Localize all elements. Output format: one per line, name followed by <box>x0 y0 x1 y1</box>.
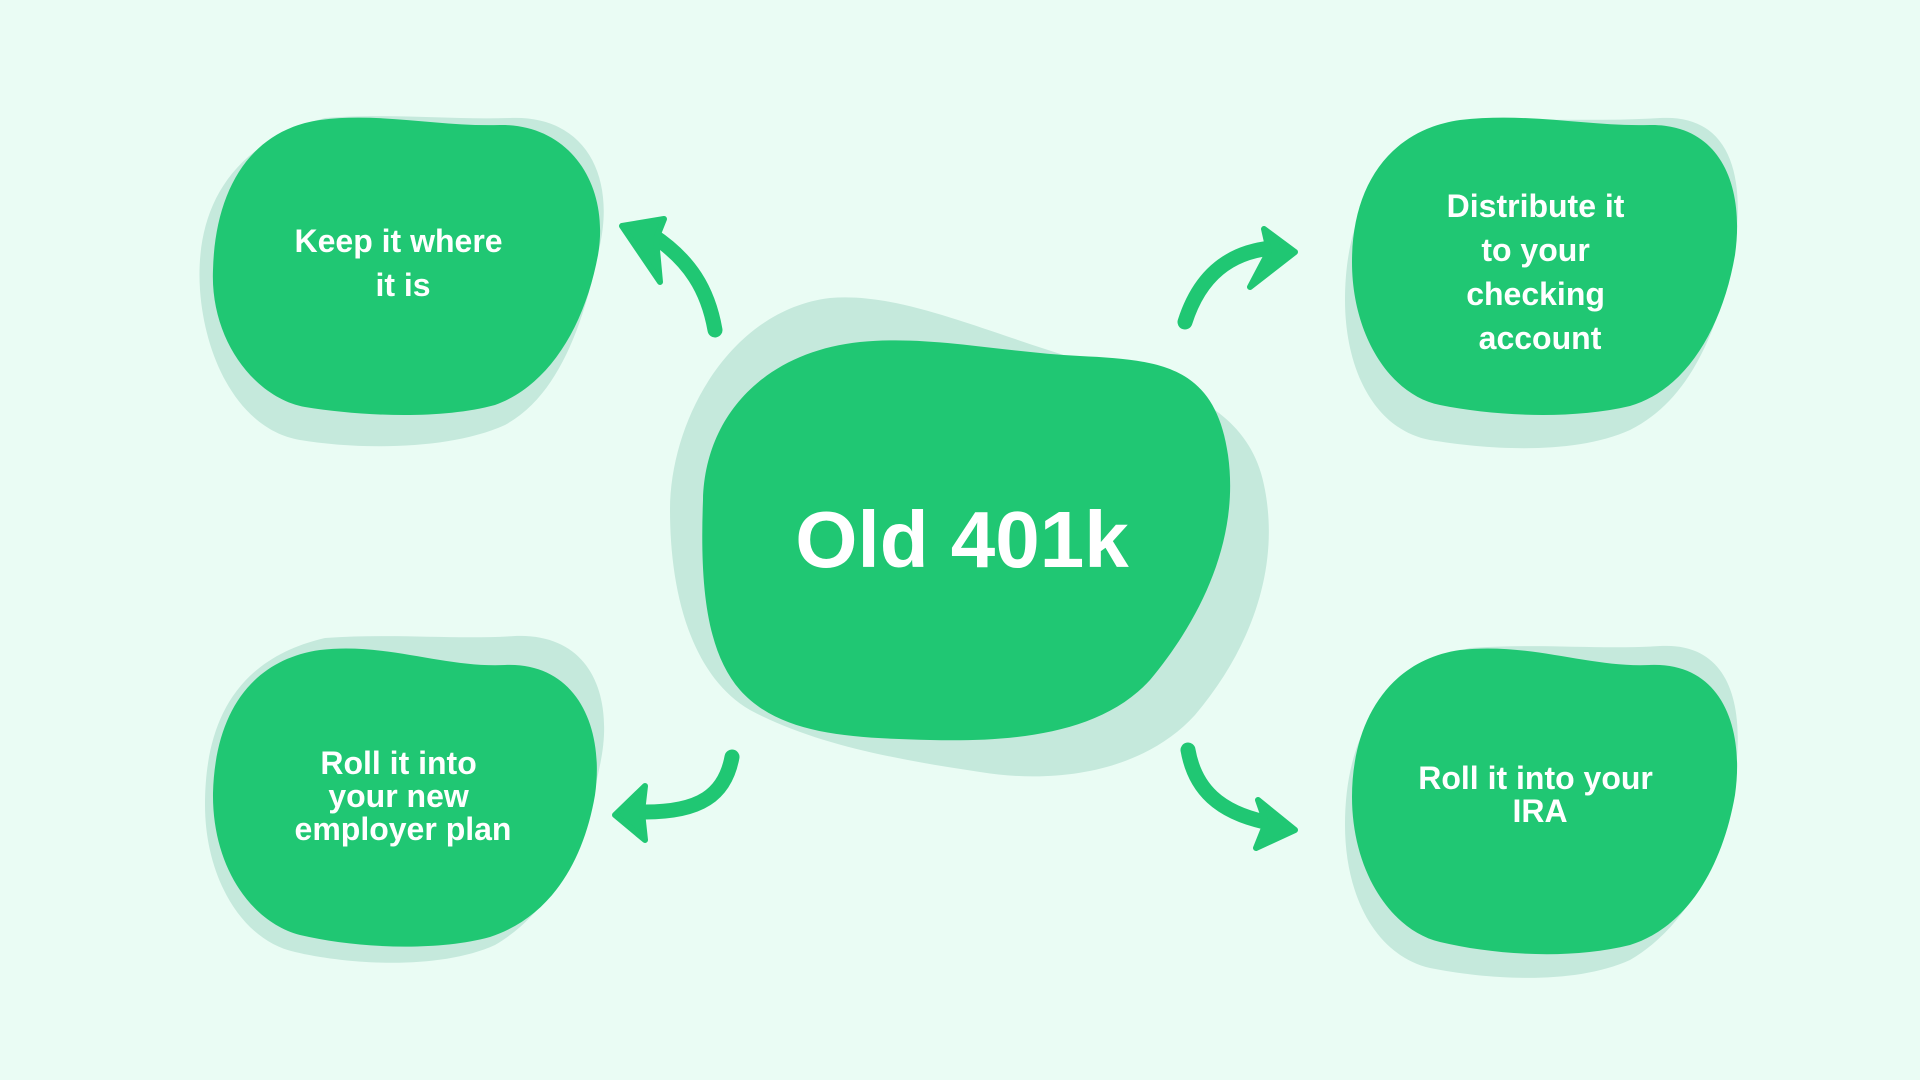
option-keep-label: Keep it where it is <box>295 223 512 303</box>
arrow-to-keep <box>619 216 723 338</box>
option-distribute-line-2: to your <box>1481 232 1589 268</box>
option-employer-blob <box>212 648 597 947</box>
option-keep-blob <box>212 117 601 416</box>
arrow-to-distribute <box>1177 226 1298 330</box>
arrow-to-ira <box>1180 742 1298 851</box>
option-employer-label: Roll it into your new employer plan <box>295 745 512 847</box>
center-label: Old 401k <box>795 495 1129 584</box>
center-node: Old 401k <box>670 297 1269 777</box>
option-keep-line-2: it is <box>375 267 430 303</box>
option-distribute-line-3: checking <box>1466 276 1605 312</box>
arrow-to-employer <box>612 749 740 843</box>
arrow-to-distribute-shaft <box>1177 240 1280 330</box>
option-keep-line-1: Keep it where <box>295 223 503 259</box>
option-ira-label: Roll it into your IRA <box>1418 760 1662 829</box>
arrow-to-keep-shaft <box>644 227 723 338</box>
option-distribute-label: Distribute it to your checking account <box>1447 188 1634 356</box>
option-employer-line-2: your new <box>328 778 469 814</box>
option-ira-node: Roll it into your IRA <box>1345 645 1738 978</box>
option-employer-line-1: Roll it into <box>320 745 476 781</box>
option-ira-line-1: Roll it into your <box>1418 760 1653 796</box>
option-ira-line-2: IRA <box>1512 793 1567 829</box>
option-distribute-node: Distribute it to your checking account <box>1345 117 1738 449</box>
center-blob <box>702 340 1231 741</box>
arrow-to-employer-head <box>612 783 648 843</box>
option-employer-line-3: employer plan <box>295 811 512 847</box>
option-ira-blob <box>1352 648 1738 955</box>
option-employer-node: Roll it into your new employer plan <box>205 635 605 963</box>
option-keep-node: Keep it where it is <box>199 116 604 447</box>
arrow-to-ira-head <box>1253 797 1298 851</box>
option-distribute-line-4: account <box>1479 320 1602 356</box>
arrow-to-ira-shaft <box>1180 742 1273 830</box>
arrow-to-distribute-head <box>1247 226 1298 290</box>
arrow-to-keep-head <box>619 216 667 285</box>
option-distribute-blob <box>1352 117 1738 415</box>
option-distribute-line-1: Distribute it <box>1447 188 1625 224</box>
arrow-to-employer-shaft <box>637 749 740 820</box>
